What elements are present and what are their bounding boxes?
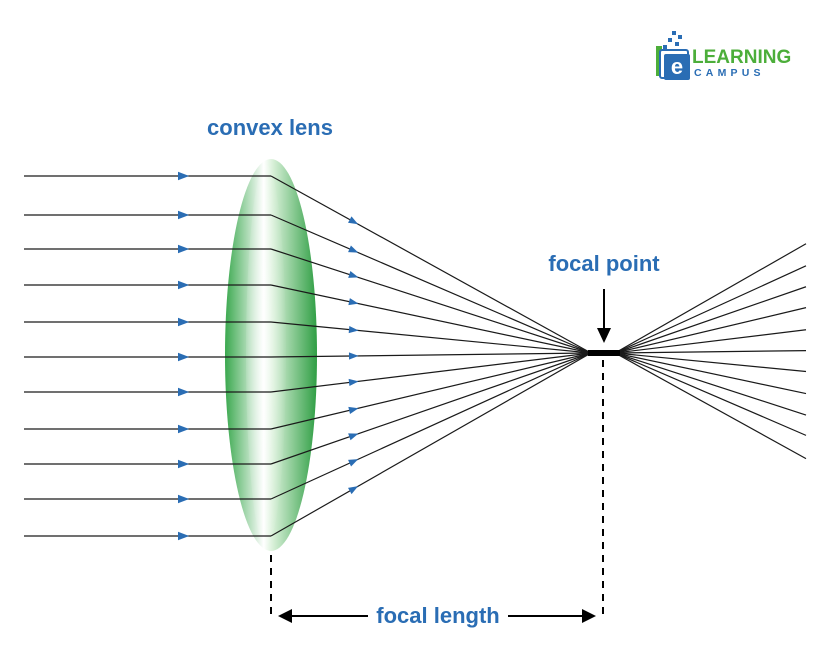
ray-segment: [270, 352, 592, 500]
ray-arrow-icon: [348, 406, 359, 414]
ray-arrow-icon: [348, 271, 359, 278]
ray-arrow-icon: [178, 459, 190, 469]
ray-segment: [614, 265, 807, 354]
ray-segment: [614, 352, 807, 460]
lens-highlight: [246, 165, 286, 545]
ray-arrow-icon: [348, 378, 359, 387]
ray-arrow-icon: [178, 494, 190, 504]
ray-arrow-icon: [348, 352, 359, 360]
ray-arrow-icon: [178, 424, 190, 434]
ray-segment: [614, 329, 807, 354]
logo-line1: LEARNING: [692, 47, 791, 68]
ray-segment: [614, 352, 807, 436]
ray-arrow-icon: [178, 280, 190, 290]
ray-arrow-icon: [178, 317, 190, 327]
logo: e LEARNING CAMPUS: [656, 31, 791, 80]
focal-length-label: focal length: [376, 603, 499, 628]
ray-segment: [270, 321, 592, 354]
ray-segment: [614, 243, 807, 354]
double-arrow-icon: [278, 609, 596, 623]
ray-arrow-icon: [178, 171, 190, 181]
ray-segment: [614, 286, 807, 354]
ray-arrow-icon: [348, 486, 359, 495]
lens-label: convex lens: [207, 115, 333, 140]
ray-arrow-icon: [178, 387, 190, 397]
ray-segment: [270, 352, 592, 465]
ray-arrow-icon: [348, 325, 359, 334]
ray-segment: [270, 352, 592, 393]
light-rays: [24, 175, 807, 537]
lens: [225, 159, 317, 551]
ray-arrow-icon: [348, 298, 359, 306]
ray-segment: [270, 248, 592, 354]
ray-arrow-icon: [348, 459, 359, 467]
logo-line2: CAMPUS: [694, 67, 765, 79]
ray-arrow-icon: [348, 216, 359, 225]
ray-arrows: [178, 171, 359, 541]
ray-segment: [614, 352, 807, 395]
ray-segment: [614, 307, 807, 354]
ray-segment: [270, 214, 592, 354]
ray-segment: [270, 352, 592, 537]
ray-segment: [614, 352, 807, 416]
ray-segment: [614, 350, 807, 354]
ray-arrow-icon: [348, 245, 359, 253]
down-arrow-icon: [597, 289, 611, 343]
ray-arrow-icon: [348, 433, 359, 441]
ray-arrow-icon: [178, 210, 190, 220]
ray-segment: [614, 352, 807, 373]
focal-point-label: focal point: [548, 251, 660, 276]
ray-segment: [270, 175, 592, 354]
ray-segment: [270, 284, 592, 354]
ray-arrow-icon: [178, 244, 190, 254]
ray-segment: [270, 352, 592, 430]
ray-arrow-icon: [178, 531, 190, 541]
focal-point-marker: [588, 350, 620, 356]
logo-icon: e: [656, 31, 690, 80]
logo-mark: e: [671, 54, 683, 79]
ray-arrow-icon: [178, 352, 190, 362]
ray-segment: [270, 352, 592, 358]
